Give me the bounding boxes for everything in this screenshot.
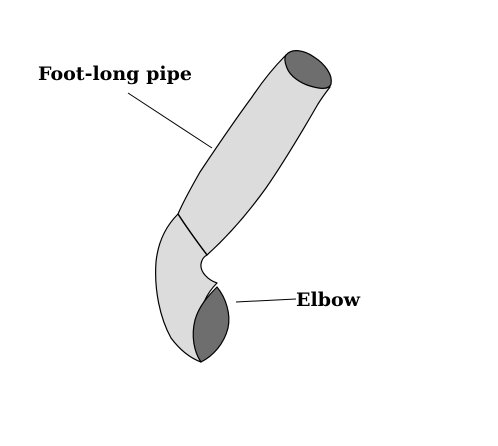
pipe-leader-line [127,92,213,149]
elbow-leader-line [235,298,297,303]
elbow-label: Elbow [296,289,361,311]
pipe-top-opening [284,50,332,89]
elbow-bottom-opening [192,286,230,363]
joint-seam [177,213,208,256]
pipe-label: Foot-long pipe [38,63,192,85]
